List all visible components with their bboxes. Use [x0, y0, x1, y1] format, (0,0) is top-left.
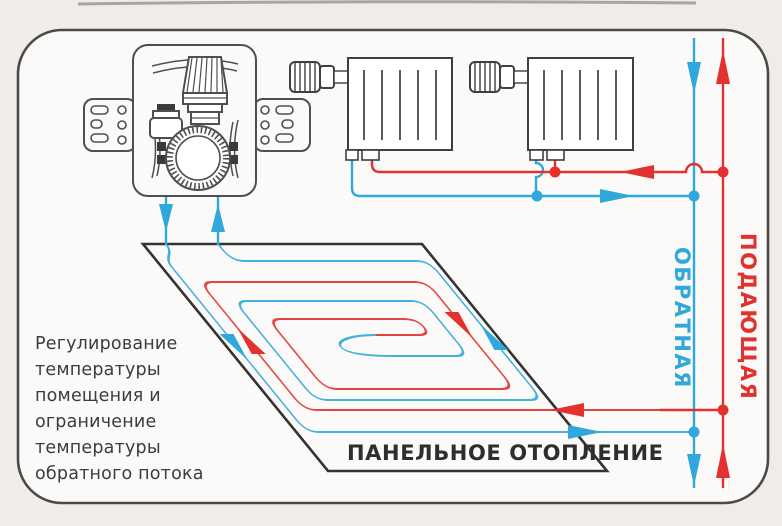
floor-heating-panel — [140, 242, 725, 473]
radiator-thermostat-icon — [289, 61, 349, 93]
thermostatic-valve-unit — [83, 44, 311, 197]
flow-arrow-up-icon — [716, 50, 730, 84]
floor-periphery-return — [164, 243, 696, 433]
flow-arrow-down-icon — [687, 62, 701, 94]
side-valve-icon — [149, 104, 183, 139]
regulation-note: Регулирование температуры помещения и ог… — [35, 334, 204, 484]
flow-arrow-right-icon — [568, 425, 602, 439]
floor-supply-spiral — [204, 281, 725, 411]
flow-arrow-right-icon — [600, 189, 634, 203]
union-nuts — [157, 142, 238, 164]
flow-arrow-left-icon — [550, 403, 584, 417]
flow-arrow-up-icon — [480, 324, 509, 350]
flow-arrow-up-icon — [716, 444, 730, 478]
flow-arrow-left-icon — [620, 165, 654, 179]
radiator-thermostat-icon — [469, 61, 529, 93]
panel-heating-label: ПАНЕЛЬНОЕ ОТОПЛЕНИЕ — [347, 441, 664, 465]
radiator-2 — [469, 57, 634, 161]
cropped-edge-artifact — [77, 0, 697, 6]
flow-arrows — [550, 50, 730, 486]
thermostatic-head-icon — [181, 56, 229, 125]
radiator-1 — [289, 57, 453, 161]
flow-arrow-down-icon — [159, 204, 173, 232]
radiator-return-pipe — [350, 160, 694, 198]
valve-dial-icon — [165, 125, 231, 191]
supply-pipe-label: ПОДАЮЩАЯ — [736, 233, 760, 401]
floor-return-spiral — [217, 244, 539, 401]
flow-arrow-up-icon — [237, 328, 266, 354]
return-pipe-label: ОБРАТНАЯ — [670, 247, 694, 389]
junction-dots — [531, 166, 729, 438]
flow-arrow-up-icon — [211, 204, 225, 232]
flow-arrow-down-icon — [687, 454, 701, 486]
radiator-fins — [543, 70, 617, 140]
radiator-fins — [363, 70, 437, 140]
